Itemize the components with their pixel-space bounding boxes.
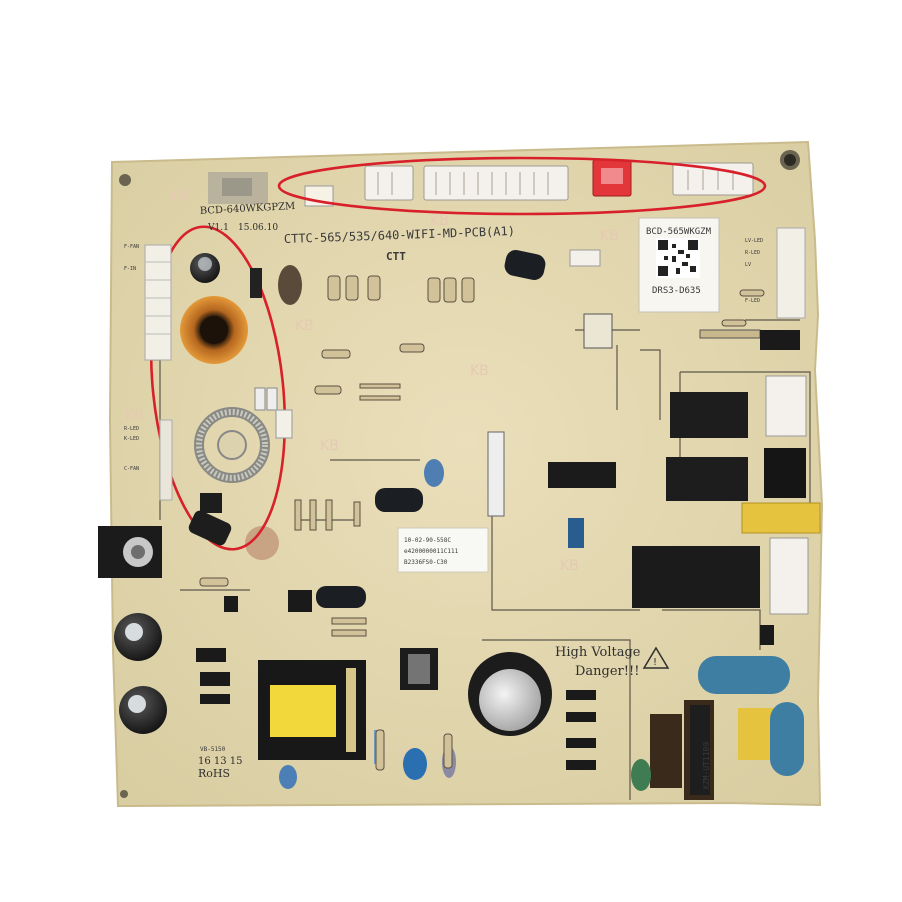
batch-line2-text: VB-5150	[200, 746, 226, 753]
svg-text:KB: KB	[470, 363, 489, 379]
sticker-line2-text: e4200000011C111	[404, 548, 459, 555]
left-pin-header	[144, 244, 173, 501]
right-pin-label-2: R-LED	[745, 250, 760, 256]
power-components	[180, 253, 302, 546]
svg-text:KB: KB	[170, 188, 189, 204]
date-text: 15.06.10	[238, 223, 278, 233]
right-pin-label-3: LV	[745, 262, 751, 268]
left-pin-label-5: K-LED	[124, 436, 139, 442]
filter-section	[631, 656, 804, 800]
left-pin-label-4: R-LED	[124, 426, 139, 432]
electrolytic-capacitors	[114, 249, 584, 736]
left-pin-label-1: F-FAN	[124, 244, 139, 250]
transformer	[258, 660, 366, 760]
svg-text:KB: KB	[430, 213, 449, 229]
left-pin-label-2: F-IN	[124, 266, 136, 272]
svg-text:KB: KB	[320, 438, 339, 454]
inductor-label-text: XZM-UT1109	[702, 742, 711, 790]
highlight-annotations	[149, 156, 767, 551]
left-pin-label-3: C-FAN	[124, 466, 139, 472]
batch-sticker	[397, 527, 489, 573]
sticker-line3-text: B2336FS0-C30	[404, 559, 448, 566]
svg-text:!: !	[653, 657, 657, 668]
high-voltage-warning-icon: !	[642, 646, 670, 669]
power-section-highlight-ellipse	[149, 225, 287, 551]
right-pin-label-4: F-LED	[745, 298, 760, 304]
brand-text: CTT	[386, 250, 406, 263]
relays-and-connectors	[487, 227, 821, 615]
model-top-text: BCD-640WKGPZM	[200, 201, 296, 217]
svg-text:KB: KB	[600, 228, 619, 244]
label-code-text: DRS3-D635	[652, 286, 701, 296]
silkscreen-text: BCD-640WKGPZM V1.1 15.06.10 CTTC-565/535…	[124, 201, 763, 790]
warning-line2-text: Danger!!!	[575, 664, 639, 679]
svg-text:KB: KB	[125, 408, 144, 424]
warning-line1-text: High Voltage	[555, 645, 641, 660]
svg-text:KB: KB	[295, 318, 314, 334]
right-pin-label-1: LV-LED	[745, 238, 763, 244]
connector-highlight-ellipse	[277, 156, 767, 216]
version-text: V1.1	[207, 223, 229, 233]
svg-text:KB: KB	[560, 558, 579, 574]
small-components	[196, 329, 800, 789]
heatsink	[98, 526, 162, 578]
batch-line1-text: 16 13 15	[198, 756, 243, 767]
rohs-text: RoHS	[198, 767, 230, 780]
qr-label	[638, 217, 720, 313]
resistors	[199, 275, 765, 771]
blurred-sticker	[208, 172, 268, 204]
sticker-line1-text: 10-02-90-558C	[404, 537, 451, 544]
top-connectors	[304, 159, 754, 207]
label-model-text: BCD-565WKGZM	[646, 227, 712, 237]
